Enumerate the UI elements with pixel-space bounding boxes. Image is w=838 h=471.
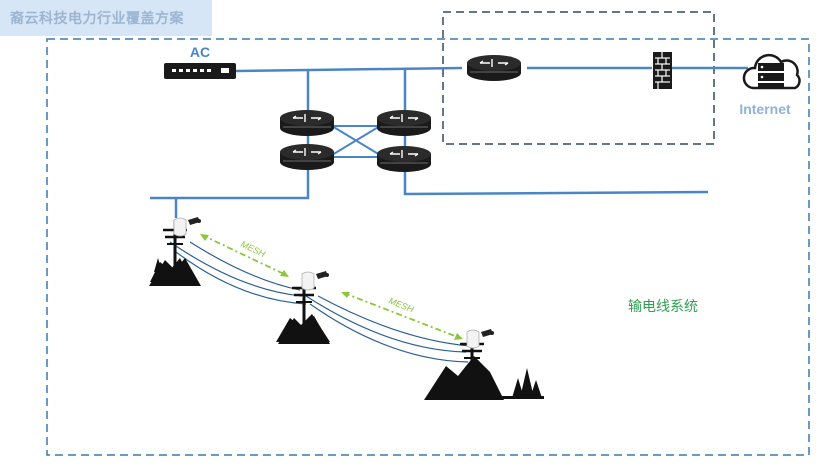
ac-label: AC bbox=[190, 44, 210, 60]
switch-bottom-right-icon bbox=[376, 145, 432, 173]
switch-top-right-icon bbox=[376, 109, 432, 137]
tree-icon bbox=[154, 258, 544, 399]
coverage-frame bbox=[46, 38, 810, 456]
ap-camera-1-icon bbox=[173, 216, 202, 237]
switch-bottom-left-icon bbox=[279, 143, 335, 171]
mesh-label-1: MESH bbox=[239, 239, 267, 260]
switch-top-left-icon bbox=[279, 109, 335, 137]
network-links bbox=[150, 66, 748, 218]
firewall-icon bbox=[653, 52, 672, 89]
cloud-server-icon bbox=[742, 53, 801, 90]
mountain-icon bbox=[150, 258, 504, 400]
title-banner: 裔云科技电力行业覆盖方案 bbox=[0, 0, 212, 36]
internet-label: Internet bbox=[739, 101, 791, 117]
core-router-icon bbox=[466, 54, 522, 82]
system-label: 输电线系统 bbox=[628, 298, 698, 314]
power-lines bbox=[169, 241, 471, 363]
core-frame bbox=[442, 11, 715, 145]
ac-controller-icon bbox=[164, 63, 236, 79]
page-title: 裔云科技电力行业覆盖方案 bbox=[10, 11, 184, 27]
